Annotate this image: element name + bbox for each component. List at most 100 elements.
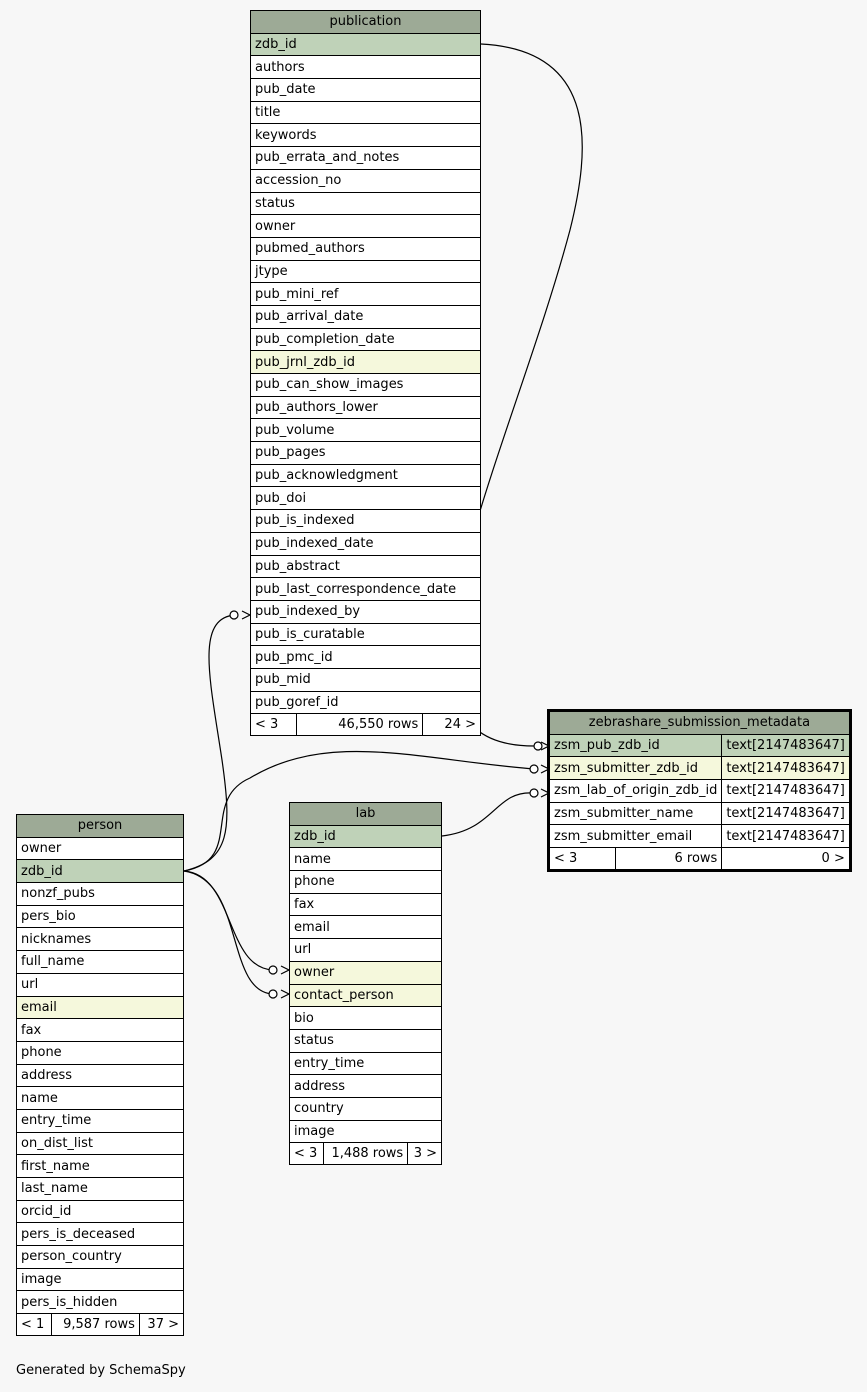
column-row[interactable]: phone <box>289 870 442 894</box>
column-row[interactable]: full_name <box>16 950 184 974</box>
column-row[interactable]: keywords <box>250 123 481 148</box>
table-header[interactable]: lab <box>289 802 442 826</box>
table-header[interactable]: zebrashare_submission_metadata <box>549 711 850 735</box>
parents-count: < 3 <box>289 1142 324 1166</box>
optional-marker <box>533 741 543 751</box>
column-row[interactable]: zdb_id <box>289 824 442 849</box>
column-row[interactable]: pub_indexed_by <box>250 599 481 624</box>
column-row[interactable]: zdb_id <box>250 32 481 57</box>
column-row[interactable]: pub_indexed_date <box>250 531 481 556</box>
column-row[interactable]: accession_no <box>250 168 481 193</box>
column-row[interactable]: pub_arrival_date <box>250 304 481 329</box>
column-name: pub_arrival_date <box>250 304 481 329</box>
column-row[interactable]: email <box>289 915 442 940</box>
column-row[interactable]: zdb_id <box>16 859 184 884</box>
column-row[interactable]: pub_authors_lower <box>250 395 481 420</box>
column-row[interactable]: pers_bio <box>16 904 184 929</box>
column-row[interactable]: name <box>289 847 442 872</box>
column-row[interactable]: pub_acknowledgment <box>250 463 481 488</box>
column-name: zsm_lab_of_origin_zdb_id <box>548 779 723 803</box>
column-row[interactable]: owner <box>289 960 442 985</box>
column-row[interactable]: pers_is_hidden <box>16 1290 184 1315</box>
column-name: address <box>16 1063 184 1088</box>
column-row[interactable]: pub_pages <box>250 441 481 465</box>
column-row[interactable]: url <box>16 972 184 997</box>
column-row[interactable]: name <box>16 1086 184 1110</box>
column-row[interactable]: pub_doi <box>250 486 481 511</box>
column-row[interactable]: last_name <box>16 1177 184 1201</box>
column-row[interactable]: email <box>16 995 184 1020</box>
column-name: zsm_pub_zdb_id <box>548 733 723 758</box>
table-header[interactable]: publication <box>250 10 481 34</box>
column-row[interactable]: jtype <box>250 259 481 284</box>
children-count: 24 > <box>422 713 481 737</box>
column-row[interactable]: nonzf_pubs <box>16 882 184 906</box>
column-row[interactable]: nicknames <box>16 927 184 952</box>
column-name: pub_is_curatable <box>250 622 481 647</box>
column-row[interactable]: status <box>289 1028 442 1053</box>
column-row[interactable]: authors <box>250 55 481 80</box>
column-row[interactable]: fax <box>16 1018 184 1042</box>
column-name: pers_is_deceased <box>16 1222 184 1247</box>
children-count: 0 > <box>721 847 850 871</box>
column-row[interactable]: orcid_id <box>16 1199 184 1224</box>
column-row[interactable]: pub_goref_id <box>250 690 481 715</box>
column-row[interactable]: pub_errata_and_notes <box>250 146 481 170</box>
column-row[interactable]: pub_mid <box>250 667 481 692</box>
column-row[interactable]: pub_can_show_images <box>250 373 481 397</box>
column-name: on_dist_list <box>16 1131 184 1156</box>
column-row[interactable]: entry_time <box>289 1051 442 1076</box>
column-row[interactable]: pub_is_indexed <box>250 509 481 533</box>
column-row[interactable]: pub_last_correspondence_date <box>250 577 481 601</box>
column-row[interactable]: image <box>289 1119 442 1144</box>
column-row[interactable]: bio <box>289 1006 442 1030</box>
column-row[interactable]: pub_pmc_id <box>250 645 481 669</box>
column-type: text[2147483647] <box>721 824 850 849</box>
column-row[interactable]: country <box>289 1096 442 1121</box>
column-row[interactable]: owner <box>250 214 481 238</box>
column-name: jtype <box>250 259 481 284</box>
column-row[interactable]: pub_completion_date <box>250 327 481 352</box>
row-count: 1,488 rows <box>322 1142 409 1166</box>
table-header[interactable]: person <box>16 814 184 838</box>
column-row[interactable]: contact_person <box>289 983 442 1008</box>
column-row[interactable]: address <box>16 1063 184 1088</box>
column-row[interactable]: pub_is_curatable <box>250 622 481 647</box>
column-row[interactable]: address <box>289 1074 442 1098</box>
column-row[interactable]: first_name <box>16 1154 184 1178</box>
column-name: pers_bio <box>16 904 184 929</box>
column-row[interactable]: on_dist_list <box>16 1131 184 1156</box>
column-row[interactable]: pub_volume <box>250 418 481 443</box>
column-row[interactable]: url <box>289 938 442 962</box>
column-name: owner <box>289 960 442 985</box>
column-row[interactable]: pub_jrnl_zdb_id <box>250 350 481 374</box>
column-row[interactable]: entry_time <box>16 1108 184 1133</box>
column-row[interactable]: status <box>250 191 481 216</box>
column-row[interactable]: phone <box>16 1040 184 1065</box>
link-person-pub-indexed-by <box>183 614 236 872</box>
column-row[interactable]: pub_abstract <box>250 554 481 579</box>
table-title: zebrashare_submission_metadata <box>549 711 850 735</box>
column-row[interactable]: title <box>250 100 481 125</box>
column-row[interactable]: pub_mini_ref <box>250 282 481 306</box>
column-row[interactable]: person_country <box>16 1245 184 1269</box>
column-row[interactable]: owner <box>16 836 184 861</box>
column-row[interactable]: pubmed_authors <box>250 236 481 261</box>
column-name: zsm_submitter_zdb_id <box>548 756 723 781</box>
column-row[interactable]: image <box>16 1267 184 1292</box>
parents-count: < 1 <box>15 1313 53 1337</box>
column-row[interactable]: pers_is_deceased <box>16 1222 184 1247</box>
column-name: entry_time <box>16 1108 184 1133</box>
column-row[interactable]: fax <box>289 892 442 917</box>
column-row[interactable]: pub_date <box>250 78 481 102</box>
column-name: pub_indexed_date <box>250 531 481 556</box>
